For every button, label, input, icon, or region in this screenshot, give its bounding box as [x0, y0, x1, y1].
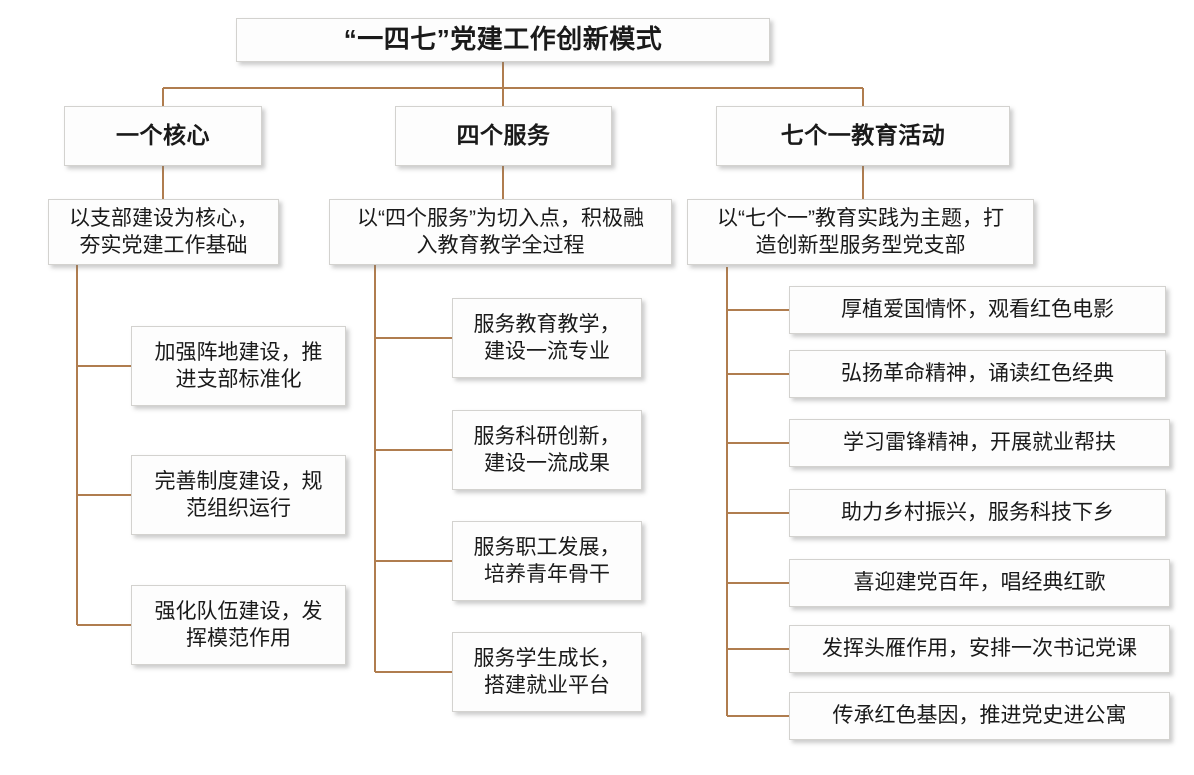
- description-box-activities[interactable]: 以“七个一”教育实践为主题，打 造创新型服务型党支部: [687, 199, 1034, 265]
- description-text-core: 以支部建设为核心， 夯实党建工作基础: [69, 206, 258, 257]
- pillar-label-services: 四个服务: [456, 122, 551, 149]
- leaf-box-core-1[interactable]: 加强阵地建设，推 进支部标准化: [131, 326, 346, 406]
- leaf-box-activities-5[interactable]: 喜迎建党百年，唱经典红歌: [789, 559, 1170, 607]
- pillar-label-activities: 七个一教育活动: [780, 122, 946, 149]
- leaf-text-activities-2: 弘扬革命精神，诵读红色经典: [841, 362, 1114, 386]
- leaf-box-activities-3[interactable]: 学习雷锋精神，开展就业帮扶: [789, 419, 1170, 467]
- pillar-box-core[interactable]: 一个核心: [64, 106, 262, 166]
- leaf-text-activities-1: 厚植爱国情怀，观看红色电影: [841, 298, 1114, 322]
- leaf-text-activities-7: 传承红色基因，推进党史进公寓: [832, 704, 1127, 728]
- pillar-box-activities[interactable]: 七个一教育活动: [716, 106, 1010, 166]
- description-box-services[interactable]: 以“四个服务”为切入点，积极融 入教育教学全过程: [329, 199, 672, 265]
- leaf-text-services-4: 服务学生成长， 搭建就业平台: [473, 646, 621, 697]
- leaf-text-core-1: 加强阵地建设，推 进支部标准化: [154, 340, 323, 391]
- root-title-box[interactable]: “一四七”党建工作创新模式: [236, 18, 770, 62]
- leaf-box-activities-7[interactable]: 传承红色基因，推进党史进公寓: [789, 692, 1170, 740]
- leaf-box-services-2[interactable]: 服务科研创新， 建设一流成果: [452, 410, 642, 490]
- leaf-box-services-1[interactable]: 服务教育教学， 建设一流专业: [452, 298, 642, 378]
- leaf-box-activities-4[interactable]: 助力乡村振兴，服务科技下乡: [789, 489, 1166, 537]
- leaf-box-activities-1[interactable]: 厚植爱国情怀，观看红色电影: [789, 286, 1166, 334]
- root-title-text: “一四七”党建工作创新模式: [343, 24, 663, 55]
- pillar-box-services[interactable]: 四个服务: [395, 106, 612, 166]
- leaf-text-activities-5: 喜迎建党百年，唱经典红歌: [853, 571, 1106, 595]
- leaf-text-activities-3: 学习雷锋精神，开展就业帮扶: [843, 431, 1116, 455]
- leaf-text-core-3: 强化队伍建设，发 挥模范作用: [154, 599, 323, 650]
- leaf-box-services-4[interactable]: 服务学生成长， 搭建就业平台: [452, 632, 642, 712]
- leaf-text-activities-4: 助力乡村振兴，服务科技下乡: [841, 501, 1114, 525]
- description-text-activities: 以“七个一”教育实践为主题，打 造创新型服务型党支部: [717, 206, 1004, 257]
- description-box-core[interactable]: 以支部建设为核心， 夯实党建工作基础: [48, 199, 279, 265]
- leaf-text-services-2: 服务科研创新， 建设一流成果: [473, 424, 621, 475]
- leaf-text-services-1: 服务教育教学， 建设一流专业: [473, 312, 621, 363]
- leaf-text-core-2: 完善制度建设，规 范组织运行: [154, 469, 323, 520]
- leaf-text-services-3: 服务职工发展， 培养青年骨干: [473, 535, 621, 586]
- leaf-box-activities-6[interactable]: 发挥头雁作用，安排一次书记党课: [789, 625, 1170, 673]
- leaf-box-core-3[interactable]: 强化队伍建设，发 挥模范作用: [131, 585, 346, 665]
- leaf-box-core-2[interactable]: 完善制度建设，规 范组织运行: [131, 455, 346, 535]
- pillar-label-core: 一个核心: [116, 122, 210, 149]
- description-text-services: 以“四个服务”为切入点，积极融 入教育教学全过程: [357, 206, 644, 257]
- leaf-box-services-3[interactable]: 服务职工发展， 培养青年骨干: [452, 521, 642, 601]
- leaf-text-activities-6: 发挥头雁作用，安排一次书记党课: [822, 637, 1137, 661]
- leaf-box-activities-2[interactable]: 弘扬革命精神，诵读红色经典: [789, 350, 1166, 398]
